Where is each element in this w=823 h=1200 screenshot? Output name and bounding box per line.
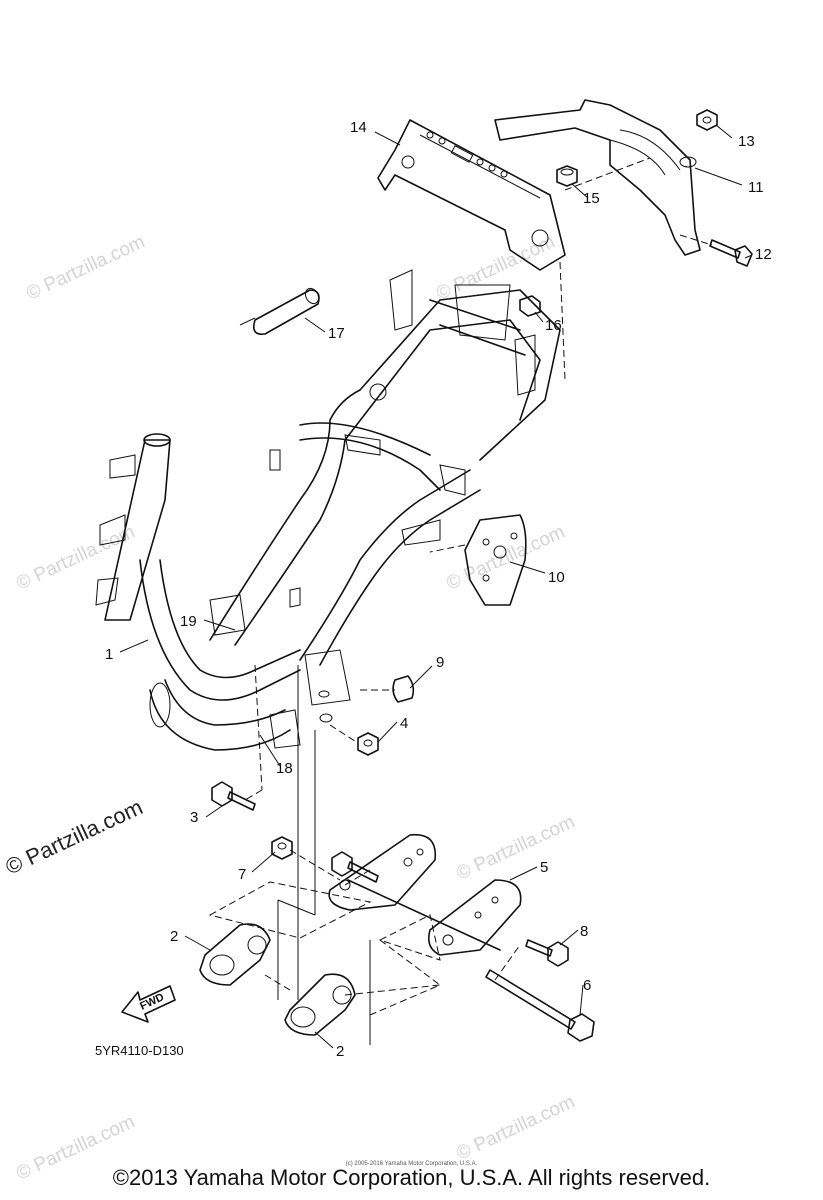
callout-18: 18 — [276, 760, 293, 777]
callout-6: 6 — [583, 977, 591, 994]
callout-14: 14 — [350, 119, 367, 136]
callout-8: 8 — [580, 923, 588, 940]
callout-12: 12 — [755, 246, 772, 263]
callout-2b: 2 — [336, 1043, 344, 1060]
callout-10: 10 — [548, 569, 565, 586]
part-17-clip — [239, 287, 320, 336]
callout-19: 19 — [180, 613, 197, 630]
part-1-frame — [95, 269, 561, 751]
callout-9: 9 — [436, 654, 444, 671]
part-7-collar — [271, 836, 293, 860]
part-13-nut — [696, 109, 718, 131]
part-10-plate — [464, 514, 527, 606]
watermark: © Partzilla.com — [453, 811, 578, 884]
watermark: © Partzilla.com — [23, 231, 148, 304]
part-12-bolt — [709, 239, 753, 267]
callout-17: 17 — [328, 325, 345, 342]
callout-7: 7 — [238, 866, 246, 883]
diagram-code: 5YR4110-D130 — [95, 1043, 184, 1058]
small-print: (c) 2005-2016 Yamaha Motor Corporation, … — [345, 1161, 478, 1167]
assembly-lines — [208, 157, 713, 1045]
part-14-bracket — [377, 119, 566, 271]
watermark-main: © Partzilla.com — [2, 794, 147, 879]
fwd-label: FWD — [138, 991, 166, 1012]
part-5-bracket — [328, 833, 522, 956]
part-2-damper-left — [199, 923, 271, 986]
leader-lines — [119, 124, 753, 1049]
part-15-nut — [556, 165, 578, 187]
fwd-arrow-icon: FWD — [121, 985, 176, 1023]
callout-4: 4 — [400, 715, 408, 732]
part-16-block — [519, 295, 541, 317]
part-6-long-bolt — [485, 969, 595, 1042]
pivot-bolt — [331, 851, 379, 883]
copyright-footer: ©2013 Yamaha Motor Corporation, U.S.A. A… — [112, 1165, 711, 1190]
watermark: © Partzilla.com — [453, 1091, 578, 1164]
part-4-nut — [357, 732, 379, 756]
callout-3: 3 — [190, 809, 198, 826]
callout-1: 1 — [105, 646, 113, 663]
part-2-damper-right — [284, 973, 356, 1036]
part-8-bolt — [525, 939, 569, 967]
callout-16: 16 — [545, 317, 562, 334]
watermarks: © Partzilla.com © Partzilla.com © Partzi… — [2, 231, 579, 1184]
callout-2a: 2 — [170, 928, 178, 945]
callouts: 14 13 11 15 12 16 17 10 19 1 9 4 18 3 7 … — [105, 119, 772, 1060]
callout-11: 11 — [748, 179, 764, 196]
callout-5: 5 — [540, 859, 548, 876]
part-3-bolt — [211, 781, 256, 811]
callout-15: 15 — [583, 190, 600, 207]
part-9-cap — [392, 675, 415, 703]
callout-13: 13 — [738, 133, 755, 150]
part-11-bracket — [494, 99, 701, 256]
